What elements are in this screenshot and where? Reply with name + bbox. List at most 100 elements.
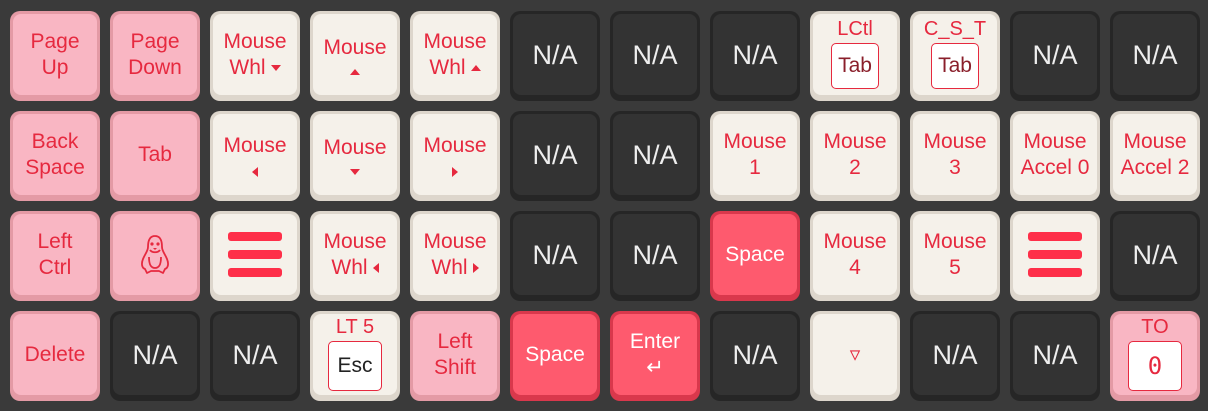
key-label-line1: Mouse [723, 129, 787, 153]
key-label-line1: Mouse [323, 229, 387, 253]
key-na[interactable]: N/A [610, 111, 700, 201]
key-na[interactable]: N/A [710, 311, 800, 401]
key-label-line1: Mouse [323, 35, 387, 59]
key-label: N/A [632, 39, 678, 70]
key-mouse-left[interactable]: Mouse [210, 111, 300, 201]
key-label-line1: Mouse [423, 29, 487, 53]
key-tab[interactable]: Tab [110, 111, 200, 201]
key-label-text: Whl [431, 255, 468, 279]
arrow-right-icon [472, 262, 479, 273]
key-na[interactable]: N/A [710, 11, 800, 101]
key-label: N/A [1032, 39, 1078, 70]
key-label-line1: Mouse [1023, 129, 1087, 153]
key-tap-label: Tab [931, 43, 979, 89]
key-label-line1: Enter [629, 329, 681, 353]
arrow-up-icon [350, 68, 360, 75]
key-na[interactable]: N/A [910, 311, 1000, 401]
key-label-line2: 3 [949, 155, 961, 179]
key-label: N/A [132, 339, 178, 370]
key-mouse-right[interactable]: Mouse [410, 111, 500, 201]
linux-tux-icon [141, 234, 169, 274]
key-label-line1: Left [37, 229, 73, 253]
key-label-line1: Mouse [423, 133, 487, 157]
key-label-line2: Shift [433, 355, 477, 379]
key-label-line2: Ctrl [38, 255, 72, 279]
key-label-line2: Space [25, 155, 85, 179]
key-label: Space [525, 342, 585, 366]
key-tap-label: 0 [1128, 341, 1182, 391]
key-label-line2: Down [128, 55, 182, 79]
key-menu[interactable] [210, 211, 300, 301]
key-label-line2: Whl [431, 255, 479, 281]
key-label-line2: Accel 2 [1120, 155, 1190, 179]
key-tap-label: Tab [831, 43, 879, 89]
key-na[interactable]: N/A [610, 11, 700, 101]
key-label-line2: 2 [849, 155, 861, 179]
key-label-line1: Mouse [923, 129, 987, 153]
key-label-line1: Mouse [1123, 129, 1187, 153]
key-na[interactable]: N/A [610, 211, 700, 301]
key-space[interactable]: Space [510, 311, 600, 401]
key-enter[interactable]: Enter↵ [610, 311, 700, 401]
key-label: N/A [1132, 39, 1178, 70]
key-delete[interactable]: Delete [10, 311, 100, 401]
key-label: N/A [732, 39, 778, 70]
key-label-text: Whl [331, 255, 368, 279]
key-na[interactable]: N/A [510, 211, 600, 301]
key-label-line1: Mouse [223, 133, 287, 157]
key-label-line1: Page [130, 29, 180, 53]
key-label: N/A [1032, 339, 1078, 370]
key-space[interactable]: Space [710, 211, 800, 301]
key-label: N/A [1132, 239, 1178, 270]
key-label-line2: 4 [849, 255, 861, 279]
key-transparent[interactable]: ▿ [810, 311, 900, 401]
transparent-down-triangle-icon: ▿ [849, 342, 861, 366]
key-label-line2: Whl [429, 55, 481, 81]
key-label-line2: Whl [331, 255, 379, 281]
key-label-line1: Mouse [423, 229, 487, 253]
key-label: Delete [24, 342, 86, 366]
key-mouse-up[interactable]: Mouse [310, 11, 400, 101]
key-na[interactable]: N/A [210, 311, 300, 401]
key-label: N/A [532, 139, 578, 170]
key-na[interactable]: N/A [510, 111, 600, 201]
key-na[interactable]: N/A [510, 11, 600, 101]
key-na[interactable]: N/A [1010, 11, 1100, 101]
arrow-right-icon [452, 166, 458, 177]
return-arrow-icon: ↵ [646, 355, 664, 379]
key-menu[interactable] [1010, 211, 1100, 301]
key-super-linux[interactable] [110, 211, 200, 301]
key-label-line1: Mouse [223, 29, 287, 53]
key-label-text: Whl [229, 55, 266, 79]
key-na[interactable]: N/A [110, 311, 200, 401]
key-na[interactable]: N/A [1110, 211, 1200, 301]
key-label: N/A [732, 339, 778, 370]
arrow-down-icon [270, 64, 281, 71]
key-label-line1: Page [30, 29, 80, 53]
key-label: N/A [932, 339, 978, 370]
key-mouse-down[interactable]: Mouse [310, 111, 400, 201]
key-na[interactable]: N/A [1010, 311, 1100, 401]
key-na[interactable]: N/A [1110, 11, 1200, 101]
key-label-line2: Up [41, 55, 69, 79]
